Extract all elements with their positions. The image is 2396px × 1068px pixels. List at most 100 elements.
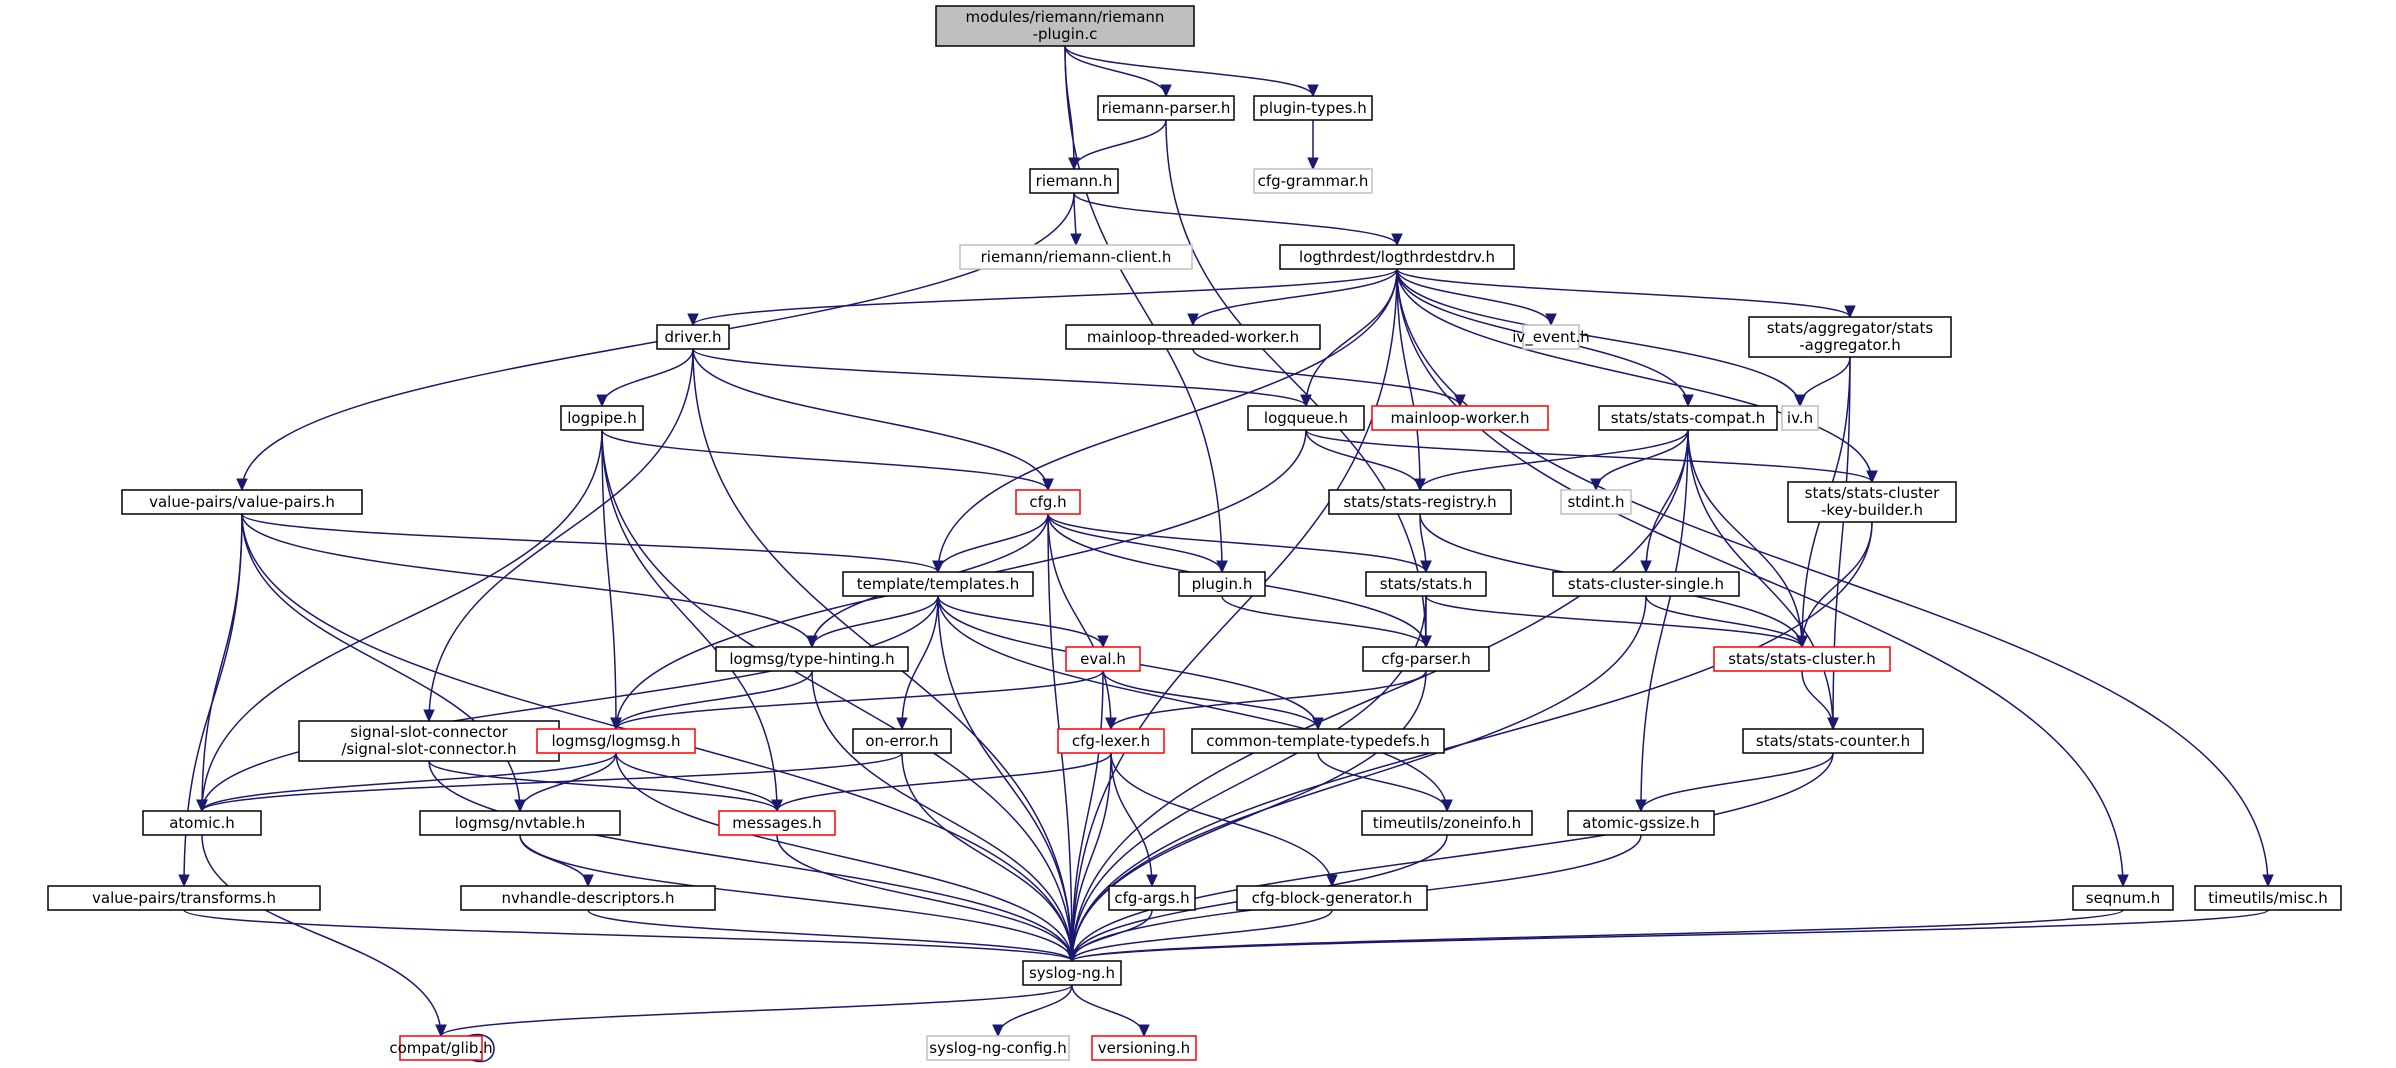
- node-plugin[interactable]: plugin.h: [1178, 571, 1266, 597]
- node-stats-registry[interactable]: stats/stats-registry.h: [1328, 489, 1512, 515]
- node-logthrdestdrv[interactable]: logthrdest/logthrdestdrv.h: [1279, 244, 1515, 270]
- node-box: [1236, 885, 1428, 911]
- node-glib[interactable]: compat/glib.h: [389, 1035, 493, 1061]
- arrowhead: [1640, 560, 1652, 574]
- node-stats-cluster-key-builder[interactable]: stats/stats-cluster-key-builder.h: [1787, 481, 1957, 523]
- node-templates[interactable]: template/templates.h: [842, 571, 1034, 597]
- node-nvtable[interactable]: logmsg/nvtable.h: [419, 810, 621, 836]
- node-label: stats/stats-registry.h: [1343, 493, 1496, 511]
- edge-logmsg-to-messages: [615, 752, 778, 812]
- node-stats-compat[interactable]: stats/stats-compat.h: [1598, 405, 1778, 431]
- edge-logthrdestdrv-to-templates: [937, 268, 1398, 573]
- node-common-template-typedefs[interactable]: common-template-typedefs.h: [1191, 728, 1445, 754]
- node-transforms[interactable]: value-pairs/transforms.h: [47, 885, 321, 911]
- node-syslog-ng[interactable]: syslog-ng.h: [1022, 960, 1122, 986]
- edge-driver-to-logpipe: [601, 348, 694, 407]
- node-mainloop-worker[interactable]: mainloop-worker.h: [1371, 405, 1549, 431]
- node-label: mainloop-threaded-worker.h: [1087, 328, 1299, 346]
- node-cfg-lexer[interactable]: cfg-lexer.h: [1057, 728, 1165, 754]
- node-label: stats-cluster-single.h: [1568, 575, 1724, 593]
- node-box: [935, 5, 1195, 47]
- node-stats-cluster-single[interactable]: stats-cluster-single.h: [1552, 571, 1740, 597]
- node-messages[interactable]: messages.h: [718, 810, 836, 836]
- node-iv_event[interactable]: iv_event.h: [1512, 324, 1590, 350]
- arrowhead: [896, 717, 908, 731]
- node-nvhandle-descriptors[interactable]: nvhandle-descriptors.h: [460, 885, 716, 911]
- node-label: cfg-lexer.h: [1072, 732, 1150, 750]
- node-logqueue[interactable]: logqueue.h: [1247, 405, 1365, 431]
- node-signal-slot-connector[interactable]: signal-slot-connector/signal-slot-connec…: [298, 720, 560, 762]
- node-cfg-args[interactable]: cfg-args.h: [1108, 885, 1196, 911]
- node-label: timeutils/misc.h: [2208, 889, 2328, 907]
- node-cfg-block-generator[interactable]: cfg-block-generator.h: [1236, 885, 1428, 911]
- node-atomic[interactable]: atomic.h: [142, 810, 262, 836]
- arrowhead: [1420, 635, 1432, 649]
- node-logpipe[interactable]: logpipe.h: [560, 405, 644, 431]
- node-cfg-grammar[interactable]: cfg-grammar.h: [1253, 168, 1373, 194]
- node-box: [959, 244, 1193, 270]
- node-value-pairs[interactable]: value-pairs/value-pairs.h: [121, 489, 363, 515]
- node-zoneinfo[interactable]: timeutils/zoneinfo.h: [1361, 810, 1533, 836]
- node-versioning[interactable]: versioning.h: [1091, 1035, 1197, 1061]
- arrowhead: [1391, 233, 1403, 247]
- node-box: [1108, 885, 1196, 911]
- arrowhead: [2262, 874, 2274, 888]
- node-box: [1362, 646, 1490, 672]
- node-cfg-parser[interactable]: cfg-parser.h: [1362, 646, 1490, 672]
- node-logmsg[interactable]: logmsg/logmsg.h: [536, 728, 696, 754]
- arrowhead: [687, 313, 699, 327]
- node-box: [399, 1035, 483, 1061]
- node-box: [842, 571, 1034, 597]
- arrowhead: [1307, 157, 1319, 171]
- node-atomic-gssize[interactable]: atomic-gssize.h: [1567, 810, 1715, 836]
- node-box: [1742, 728, 1924, 754]
- edge-logthrdestdrv-to-stats-registry: [1396, 268, 1421, 491]
- node-riemann-parser[interactable]: riemann-parser.h: [1097, 95, 1235, 121]
- edge-signal-slot-connector-to-messages: [428, 760, 778, 812]
- node-stats[interactable]: stats/stats.h: [1365, 571, 1487, 597]
- node-label: template/templates.h: [857, 575, 1020, 593]
- node-box: [47, 885, 321, 911]
- edge-cfg-lexer-to-cfg-args: [1110, 752, 1153, 887]
- node-box: [1279, 244, 1515, 270]
- node-label: timeutils/zoneinfo.h: [1373, 814, 1521, 832]
- node-mainloop-threaded-worker[interactable]: mainloop-threaded-worker.h: [1065, 324, 1321, 350]
- node-plugin-types[interactable]: plugin-types.h: [1253, 95, 1373, 121]
- node-type-hinting[interactable]: logmsg/type-hinting.h: [715, 646, 909, 672]
- arrowhead: [1160, 84, 1172, 98]
- edge-logpipe-to-atomic: [201, 429, 603, 812]
- node-box: [460, 885, 716, 911]
- node-stats-cluster[interactable]: stats/stats-cluster.h: [1713, 646, 1891, 672]
- edge-driver-to-signal-slot-connector: [428, 348, 694, 722]
- node-cfg[interactable]: cfg.h: [1015, 489, 1081, 515]
- nodes-layer: modules/riemann/riemann-plugin.c riemann-…: [47, 5, 2342, 1061]
- edge-templates-to-zoneinfo: [937, 595, 1448, 812]
- edge-messages-to-syslog-ng: [776, 834, 1073, 962]
- node-eval[interactable]: eval.h: [1065, 646, 1141, 672]
- node-syslog-ng-config[interactable]: syslog-ng-config.h: [926, 1035, 1070, 1061]
- node-box: [1247, 405, 1365, 431]
- edge-type-hinting-to-syslog-ng: [811, 670, 1073, 962]
- node-box: [419, 810, 621, 836]
- node-label: value-pairs/value-pairs.h: [149, 493, 335, 511]
- node-stdint[interactable]: stdint.h: [1560, 489, 1632, 515]
- arrowhead: [435, 1024, 447, 1038]
- arrowhead: [1312, 717, 1324, 731]
- node-label: stdint.h: [1567, 493, 1624, 511]
- node-stats-counter[interactable]: stats/stats-counter.h: [1742, 728, 1924, 754]
- node-on-error[interactable]: on-error.h: [852, 728, 952, 754]
- node-label: cfg-block-generator.h: [1252, 889, 1413, 907]
- node-riemann-client[interactable]: riemann/riemann-client.h: [959, 244, 1193, 270]
- node-iv[interactable]: iv.h: [1781, 405, 1819, 431]
- node-root[interactable]: modules/riemann/riemann-plugin.c: [935, 5, 1195, 47]
- node-driver[interactable]: driver.h: [656, 324, 730, 350]
- node-riemann[interactable]: riemann.h: [1029, 168, 1119, 194]
- edge-plugin-to-cfg-parser: [1221, 595, 1427, 648]
- node-stats-aggregator[interactable]: stats/aggregator/stats-aggregator.h: [1748, 316, 1952, 358]
- node-seqnum[interactable]: seqnum.h: [2072, 885, 2174, 911]
- arrowhead: [1068, 157, 1080, 171]
- node-misc[interactable]: timeutils/misc.h: [2194, 885, 2342, 911]
- edge-cfg-to-plugin: [1047, 513, 1223, 573]
- node-box: [142, 810, 262, 836]
- node-label: riemann-parser.h: [1102, 99, 1231, 117]
